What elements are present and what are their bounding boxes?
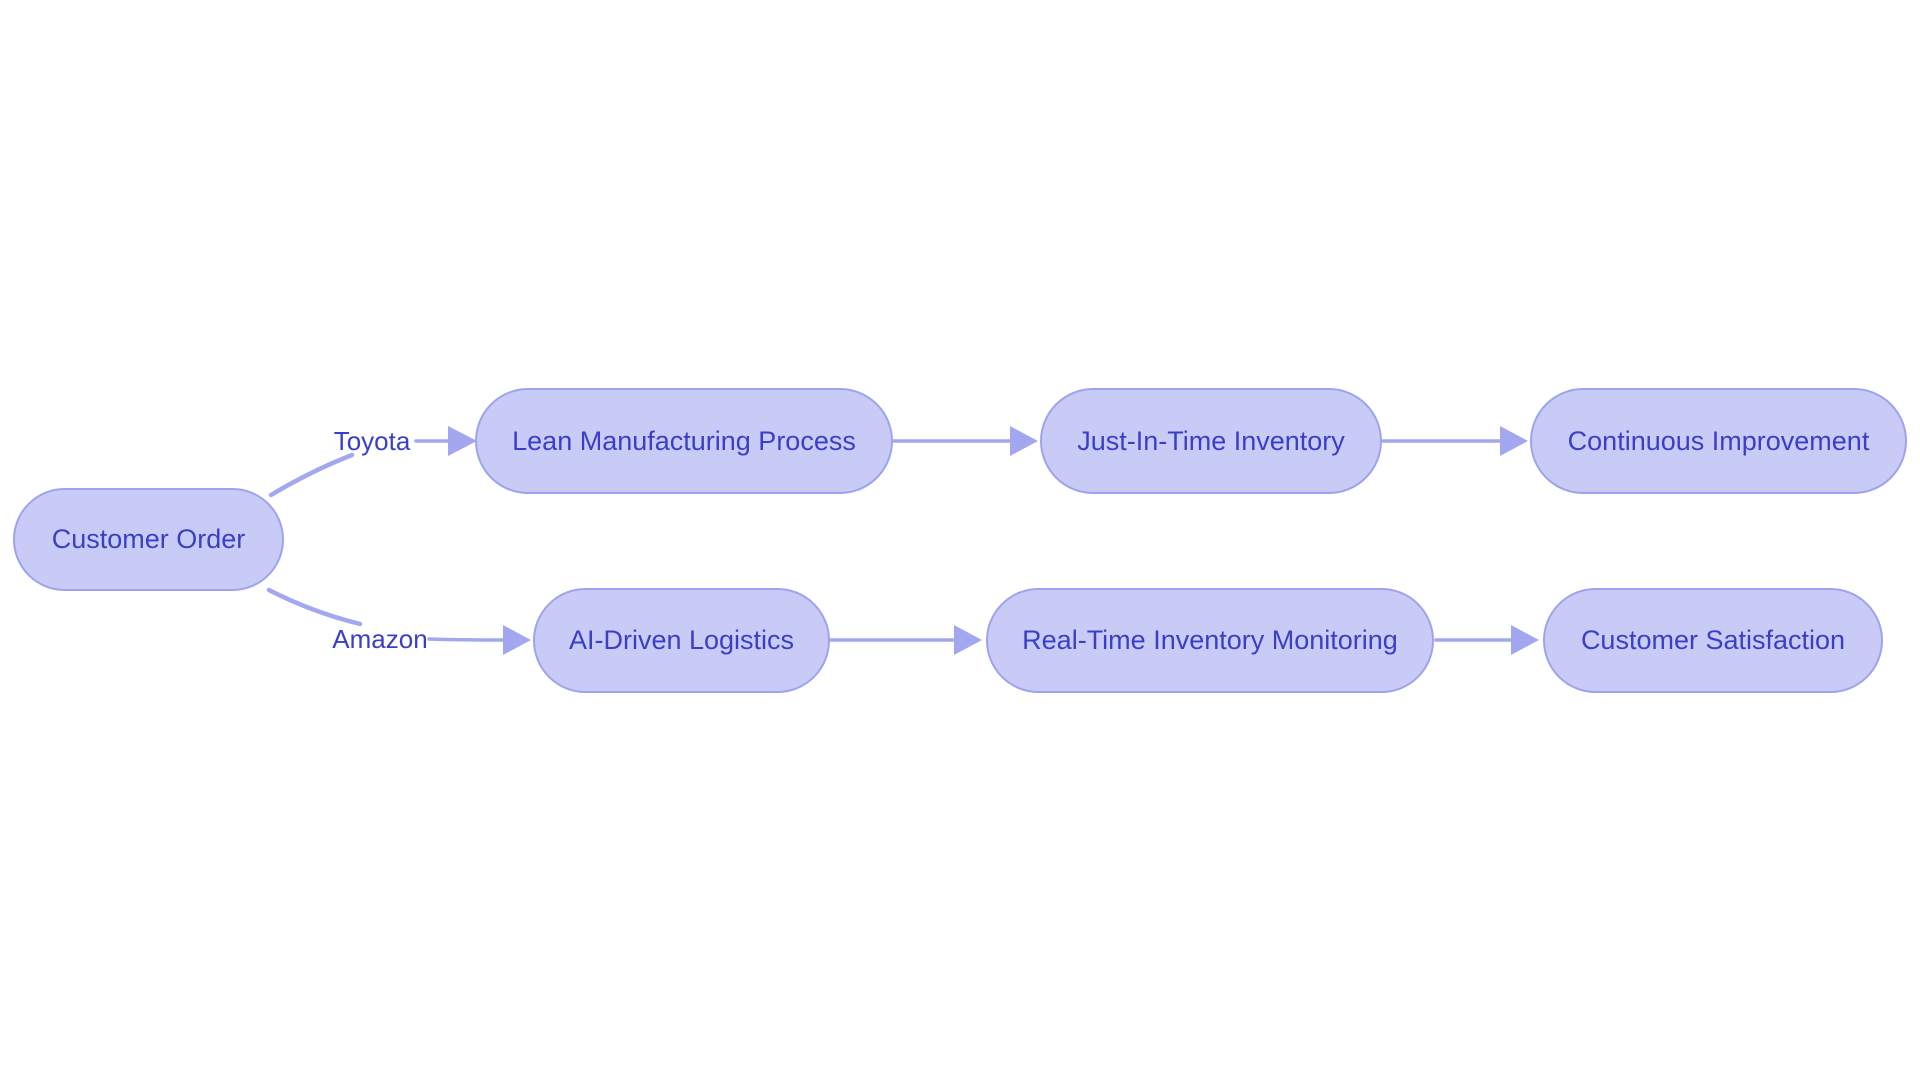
arrowhead-icon — [1500, 426, 1528, 456]
node-label: AI-Driven Logistics — [568, 625, 795, 655]
node-customer-satisfaction: Customer Satisfaction — [1543, 588, 1883, 693]
edge-amazon-to-ai-driven-logistics — [427, 637, 506, 642]
node-label: Customer Satisfaction — [1580, 625, 1846, 655]
edge-label-amazon: Amazon — [320, 623, 440, 655]
arrowhead-icon — [503, 625, 531, 655]
node-label: Lean Manufacturing Process — [512, 425, 856, 456]
node-customer-order: Customer Order — [13, 488, 284, 591]
edge-label-toyota: Toyota — [312, 425, 432, 457]
node-real-time-inventory-monitoring: Real-Time Inventory Monitoring — [986, 588, 1434, 693]
arrowhead-icon — [1511, 625, 1539, 655]
edge-customer-order-toyota-branch — [268, 452, 355, 498]
edge-customer-order-amazon-branch — [266, 587, 363, 627]
node-label: Continuous Improvement — [1567, 425, 1870, 456]
node-label: Customer Order — [51, 524, 246, 554]
node-continuous-improvement: Continuous Improvement — [1530, 388, 1907, 494]
node-just-in-time-inventory: Just-In-Time Inventory — [1040, 388, 1382, 494]
node-label: Real-Time Inventory Monitoring — [1022, 625, 1398, 655]
arrowhead-icon — [1010, 426, 1038, 456]
node-lean-manufacturing-process: Lean Manufacturing Process — [475, 388, 893, 494]
arrowhead-icon — [448, 426, 477, 456]
node-label: Just-In-Time Inventory — [1077, 425, 1345, 456]
node-ai-driven-logistics: AI-Driven Logistics — [533, 588, 830, 693]
arrowhead-icon — [954, 625, 982, 655]
edge-label-text: Amazon — [332, 624, 428, 654]
edge-label-text: Toyota — [333, 426, 411, 456]
